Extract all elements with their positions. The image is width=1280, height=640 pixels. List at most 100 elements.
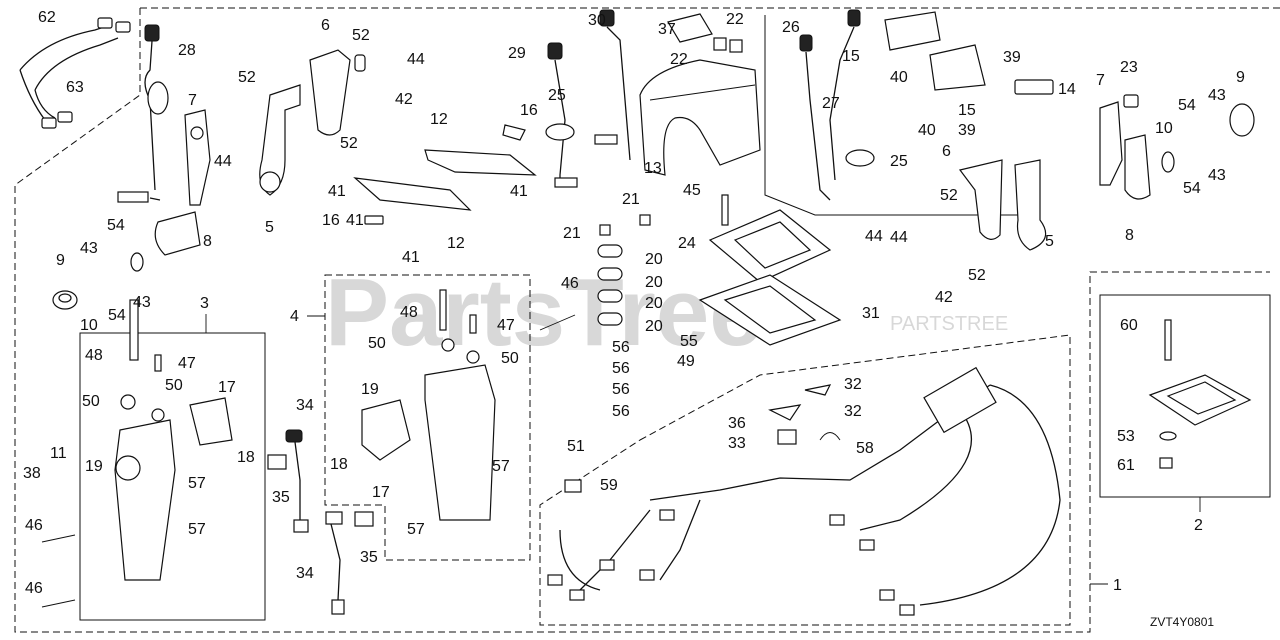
bolt-46 bbox=[539, 314, 576, 331]
callout-5: 5 bbox=[265, 219, 274, 236]
callout-25: 25 bbox=[548, 87, 566, 104]
callout-16: 16 bbox=[322, 212, 340, 229]
ring-8 bbox=[154, 211, 201, 256]
callout-35: 35 bbox=[272, 489, 290, 506]
callout-42: 42 bbox=[935, 289, 953, 306]
callout-57: 57 bbox=[188, 521, 206, 538]
callout-43: 43 bbox=[1208, 167, 1226, 184]
callout-19: 19 bbox=[361, 381, 379, 398]
callout-36: 36 bbox=[728, 415, 746, 432]
callout-56: 56 bbox=[612, 381, 630, 398]
cable-29-30 bbox=[545, 9, 631, 188]
callout-29: 29 bbox=[508, 45, 526, 62]
callout-58: 58 bbox=[856, 440, 874, 457]
callout-39: 39 bbox=[958, 122, 976, 139]
bracket-12 bbox=[353, 124, 537, 225]
callout-8: 8 bbox=[203, 233, 212, 250]
callout-49: 49 bbox=[677, 353, 695, 370]
callout-11: 11 bbox=[50, 445, 67, 462]
callout-60: 60 bbox=[1120, 317, 1138, 334]
callout-50: 50 bbox=[368, 335, 386, 352]
callout-7: 7 bbox=[188, 92, 197, 109]
callout-56: 56 bbox=[612, 360, 630, 377]
plate-37-caps-22 bbox=[667, 13, 743, 53]
lever-5 bbox=[259, 84, 301, 196]
control-box-3 bbox=[41, 299, 233, 608]
cable-box bbox=[764, 15, 1020, 216]
cover-13 bbox=[639, 59, 761, 176]
group-3-box bbox=[79, 332, 266, 621]
callout-27: 27 bbox=[822, 95, 840, 112]
right-lever-group bbox=[958, 94, 1255, 251]
group-4-label: 4 bbox=[290, 308, 299, 325]
callout-5: 5 bbox=[1045, 233, 1054, 250]
callout-6: 6 bbox=[321, 17, 330, 34]
callout-9: 9 bbox=[1236, 69, 1245, 86]
callout-44: 44 bbox=[890, 229, 908, 246]
callout-21: 21 bbox=[563, 225, 581, 242]
callout-8: 8 bbox=[1125, 227, 1134, 244]
control-box-4 bbox=[361, 289, 496, 521]
callout-10: 10 bbox=[1155, 120, 1173, 137]
callout-34: 34 bbox=[296, 397, 314, 414]
callout-44: 44 bbox=[407, 51, 425, 68]
callout-48: 48 bbox=[400, 304, 418, 321]
callout-52: 52 bbox=[940, 187, 958, 204]
callout-42: 42 bbox=[395, 91, 413, 108]
callout-15: 15 bbox=[958, 102, 976, 119]
callout-43: 43 bbox=[133, 294, 151, 311]
callout-52: 52 bbox=[352, 27, 370, 44]
callout-47: 47 bbox=[178, 355, 196, 372]
callout-44: 44 bbox=[214, 153, 232, 170]
callout-40: 40 bbox=[890, 69, 908, 86]
callout-17: 17 bbox=[218, 379, 236, 396]
callout-37: 37 bbox=[658, 21, 676, 38]
callout-41: 41 bbox=[328, 183, 346, 200]
callout-57: 57 bbox=[188, 475, 206, 492]
callout-53: 53 bbox=[1117, 428, 1135, 445]
callout-20: 20 bbox=[645, 251, 663, 268]
callout-54: 54 bbox=[108, 307, 126, 324]
callout-40: 40 bbox=[918, 122, 936, 139]
callout-62: 62 bbox=[38, 9, 56, 26]
callout-32: 32 bbox=[844, 376, 862, 393]
callout-32: 32 bbox=[844, 403, 862, 420]
callout-14: 14 bbox=[1058, 81, 1076, 98]
callout-57: 57 bbox=[492, 458, 510, 475]
callout-20: 20 bbox=[645, 318, 663, 335]
callout-46: 46 bbox=[25, 580, 43, 597]
bracket-15 bbox=[884, 11, 1054, 95]
callout-13: 13 bbox=[644, 160, 662, 177]
callout-41: 41 bbox=[510, 183, 528, 200]
callout-17: 17 bbox=[372, 484, 390, 501]
callout-61: 61 bbox=[1117, 457, 1135, 474]
handle-6 bbox=[309, 49, 366, 136]
callout-48: 48 bbox=[85, 347, 103, 364]
assembly-boundary bbox=[14, 7, 1280, 633]
callout-44: 44 bbox=[865, 228, 883, 245]
group-1-label: 1 bbox=[1113, 577, 1122, 594]
callout-28: 28 bbox=[178, 42, 196, 59]
callout-22: 22 bbox=[670, 51, 688, 68]
callout-50: 50 bbox=[165, 377, 183, 394]
callout-56: 56 bbox=[612, 339, 630, 356]
callout-23: 23 bbox=[1120, 59, 1138, 76]
callout-33: 33 bbox=[728, 435, 746, 452]
callout-31: 31 bbox=[862, 305, 880, 322]
callout-59: 59 bbox=[600, 477, 618, 494]
watermark-logo: PartsTree bbox=[325, 259, 763, 366]
pad-group-2 bbox=[1148, 319, 1252, 469]
harness-boundary bbox=[539, 334, 1071, 626]
callout-63: 63 bbox=[66, 79, 84, 96]
callout-18: 18 bbox=[330, 456, 348, 473]
callout-54: 54 bbox=[107, 217, 125, 234]
callout-12: 12 bbox=[430, 111, 448, 128]
callout-54: 54 bbox=[1183, 180, 1201, 197]
grip-cover-7 bbox=[184, 109, 211, 206]
callout-25: 25 bbox=[890, 153, 908, 170]
callout-22: 22 bbox=[726, 11, 744, 28]
callout-45: 45 bbox=[683, 182, 701, 199]
callout-layer: 6263287524465244425258943541043544112164… bbox=[23, 9, 1245, 597]
callout-30: 30 bbox=[588, 12, 606, 29]
callout-16: 16 bbox=[520, 102, 538, 119]
